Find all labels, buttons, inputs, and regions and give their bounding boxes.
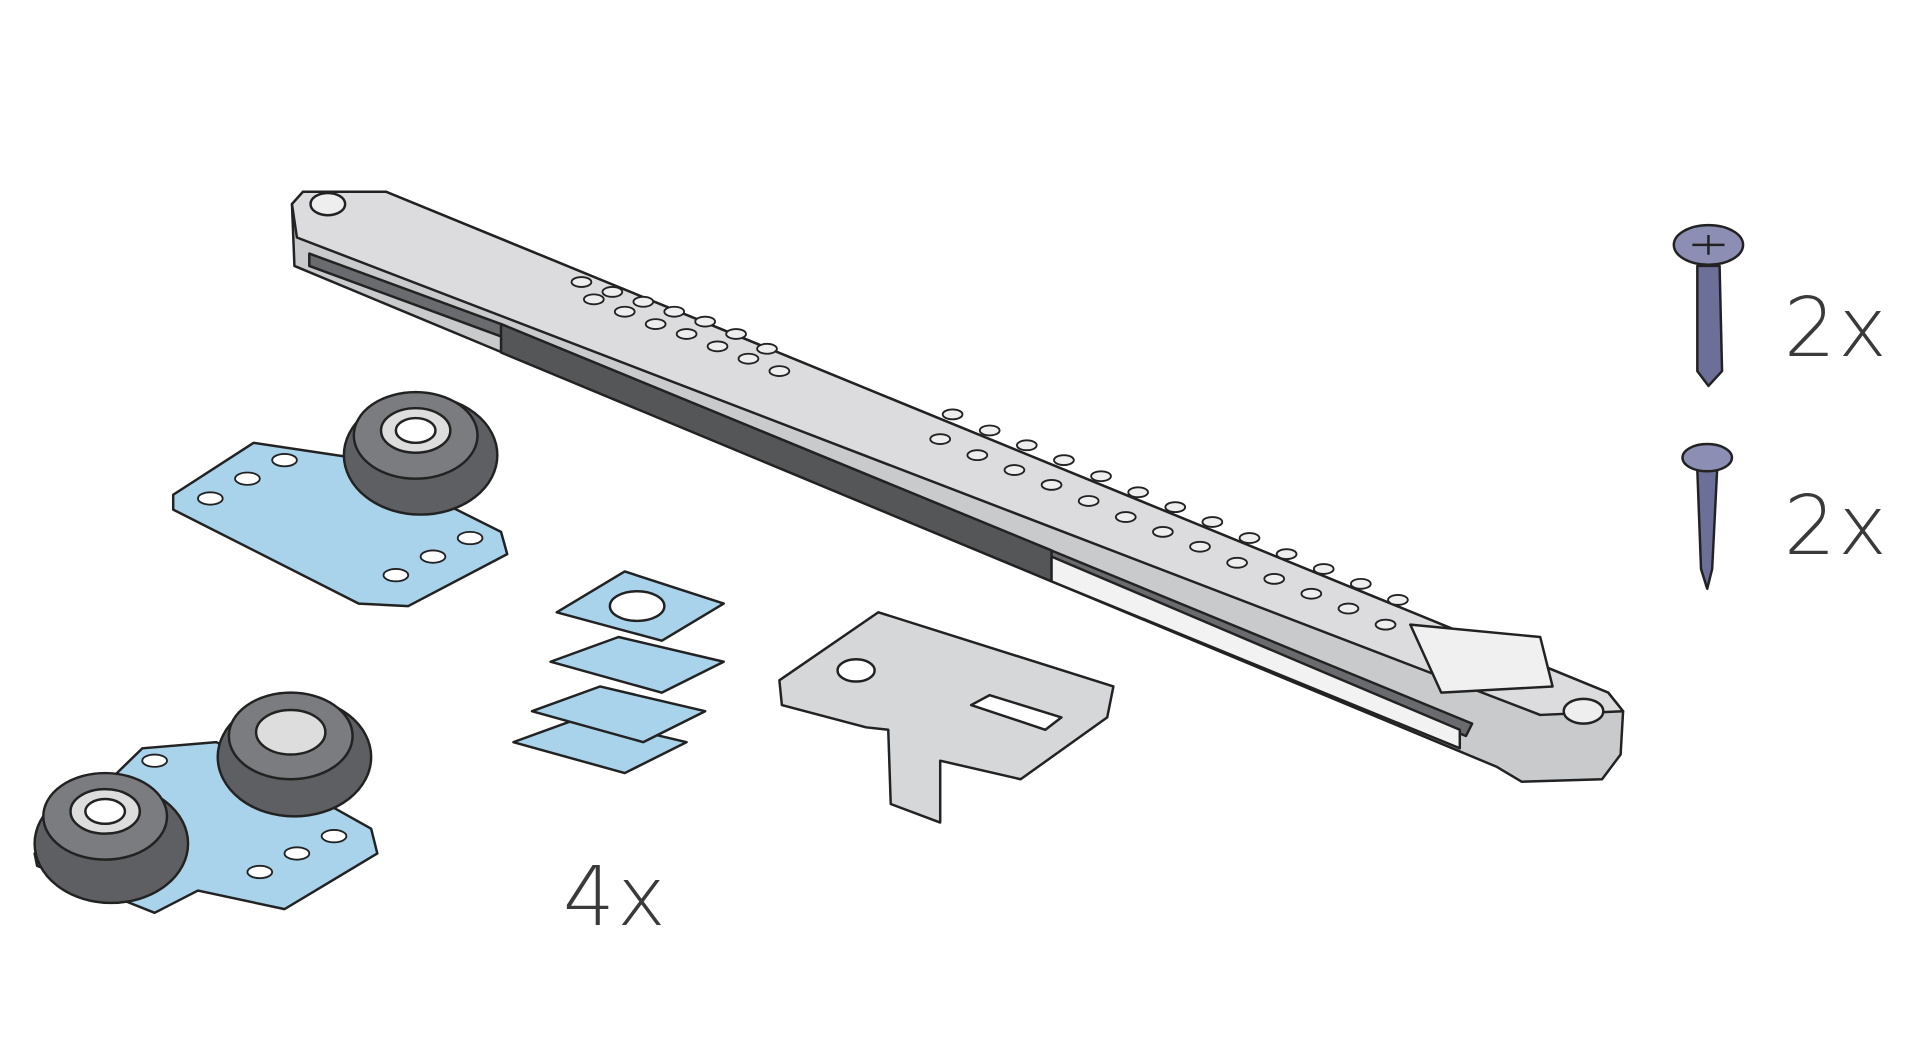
screw-large — [1672, 223, 1745, 388]
mounting-bracket — [778, 611, 1115, 824]
roller-single — [171, 390, 509, 608]
screw-large-quantity: 2x — [1784, 281, 1889, 376]
spacer-quantity: 4x — [563, 850, 668, 945]
screw-small-quantity: 2x — [1784, 479, 1889, 574]
soft-close-rail — [290, 190, 1625, 783]
screw-small — [1681, 442, 1734, 591]
spacer-stack — [512, 570, 725, 775]
roller-double — [33, 691, 379, 915]
